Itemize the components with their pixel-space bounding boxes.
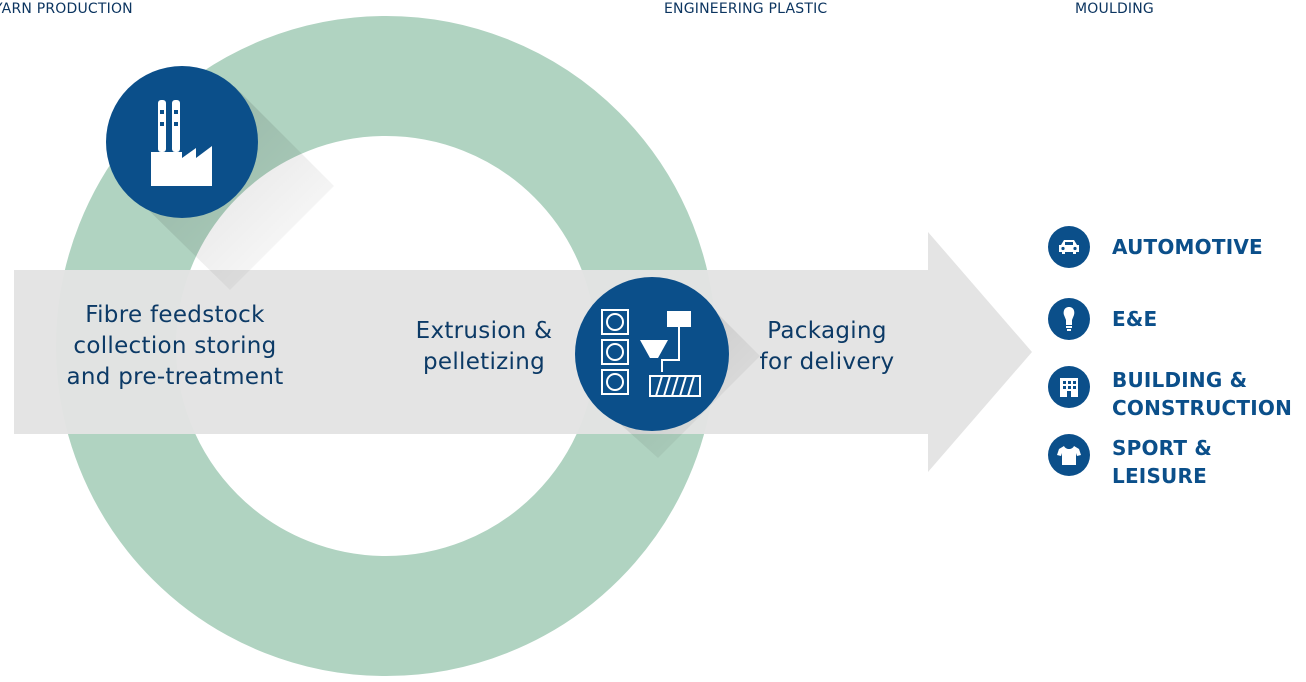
application-building-label-2: CONSTRUCTION bbox=[1112, 396, 1293, 420]
step-feedstock-line-3: and pre-treatment bbox=[66, 364, 284, 390]
stage-label-moulding: MOULDING bbox=[1075, 1, 1154, 17]
stage-label-engineering-plastic: ENGINEERING PLASTIC bbox=[664, 1, 828, 17]
application-sport-label-1: SPORT & bbox=[1112, 436, 1213, 460]
application-automotive-label: AUTOMOTIVE bbox=[1112, 235, 1263, 259]
step-feedstock-line-1: Fibre feedstock bbox=[85, 302, 265, 328]
application-automotive: AUTOMOTIVE bbox=[1048, 226, 1263, 268]
building-icon-glyph bbox=[1060, 378, 1078, 397]
application-sport-label-2: LEISURE bbox=[1112, 464, 1207, 488]
tshirt-icon-glyph bbox=[1057, 446, 1081, 465]
stage-label-yarn-production: YARN PRODUCTION bbox=[0, 1, 133, 17]
application-ee-label: E&E bbox=[1112, 307, 1158, 331]
extrusion-circle bbox=[575, 277, 760, 458]
step-feedstock: Fibre feedstock collection storing and p… bbox=[40, 300, 310, 393]
step-packaging-line-2: for delivery bbox=[759, 349, 895, 375]
car-icon bbox=[1048, 226, 1090, 268]
bulb-icon bbox=[1048, 298, 1090, 340]
step-packaging-line-1: Packaging bbox=[767, 318, 887, 344]
tshirt-icon bbox=[1048, 434, 1090, 476]
factory-circle bbox=[106, 66, 334, 290]
extrusion-machine-icon bbox=[601, 309, 701, 397]
application-sport: SPORT & LEISURE bbox=[1048, 434, 1212, 490]
process-arrow bbox=[14, 232, 1032, 472]
step-extrusion-line-1: Extrusion & bbox=[415, 318, 553, 344]
step-extrusion: Extrusion & pelletizing bbox=[402, 316, 566, 378]
application-building: BUILDING & CONSTRUCTION bbox=[1048, 366, 1292, 422]
car-icon-glyph bbox=[1059, 240, 1079, 254]
factory-icon bbox=[151, 100, 212, 186]
application-building-label-1: BUILDING & bbox=[1112, 368, 1248, 392]
step-feedstock-line-2: collection storing bbox=[73, 333, 277, 359]
step-extrusion-line-2: pelletizing bbox=[422, 349, 546, 375]
building-icon bbox=[1048, 366, 1090, 408]
step-packaging: Packaging for delivery bbox=[742, 316, 912, 378]
application-ee: E&E bbox=[1048, 298, 1157, 340]
bulb-icon-glyph bbox=[1063, 307, 1075, 331]
